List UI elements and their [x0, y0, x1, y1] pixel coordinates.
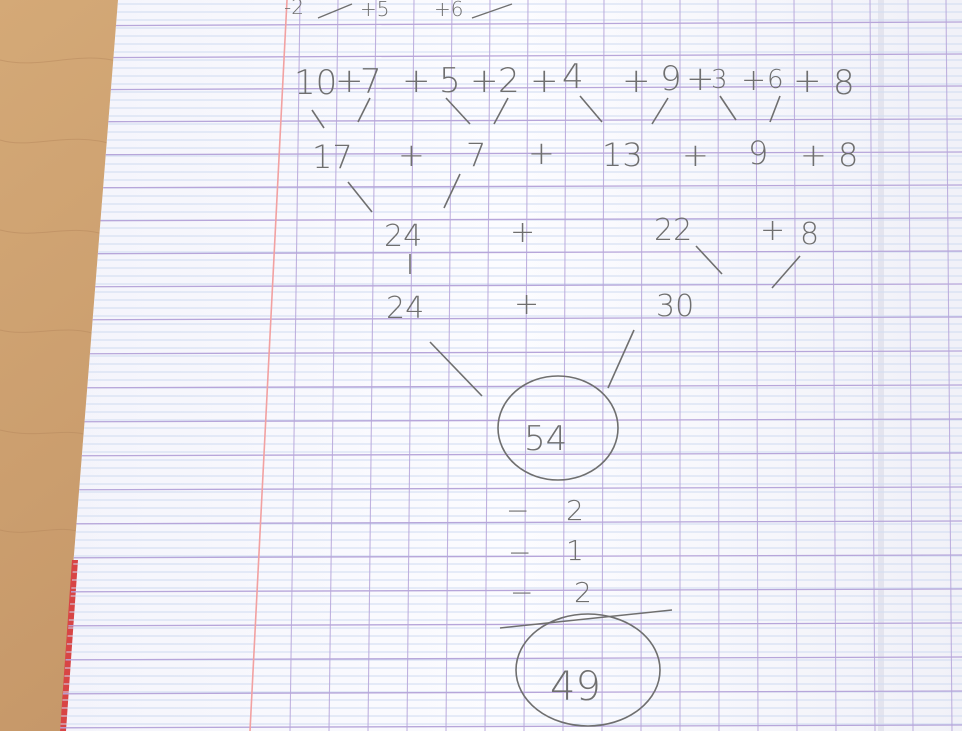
minus-2: −	[508, 536, 531, 569]
r2-13: 13	[602, 136, 643, 174]
r3-24: 24	[384, 219, 422, 254]
r1-3: 3	[711, 65, 728, 95]
strokes-row2	[347, 173, 461, 213]
strokes-row3	[409, 245, 801, 289]
sum-circle	[497, 375, 619, 481]
r1-6: 6	[767, 65, 784, 95]
r1-9: 9	[660, 59, 682, 99]
strokes-row4	[429, 329, 635, 397]
r2-9: 9	[748, 134, 768, 172]
minus-3: −	[510, 576, 533, 609]
handwriting: -2 +5 +6 10 + 7 + 5 + 2 + 4 + 9 + 3 + 6 …	[284, 0, 858, 727]
r1-4: 4	[562, 57, 584, 97]
sub-2b: 2	[574, 576, 592, 609]
r4-plus: +	[514, 287, 539, 322]
sum-value: 54	[524, 419, 567, 459]
sub-2a: 2	[566, 494, 584, 527]
r2-7: 7	[466, 136, 486, 174]
purple-lines	[60, 21, 962, 729]
r3-plus-2: +	[760, 213, 785, 248]
r2-plus-1: +	[398, 136, 425, 174]
r1-8: 8	[833, 63, 855, 103]
r1-plus-2: +	[402, 61, 431, 101]
result-value: 49	[550, 664, 601, 710]
top-line-1: +5	[360, 0, 389, 21]
r1-7: 7	[360, 62, 382, 102]
r1-plus-8: +	[793, 61, 822, 101]
margin-line	[249, 0, 288, 731]
minus-1: −	[506, 494, 529, 527]
r1-plus-3: +	[470, 61, 499, 101]
r1-plus-7: +	[741, 63, 766, 98]
r2-plus-3: +	[682, 136, 709, 174]
r3-8: 8	[800, 217, 819, 252]
r1-plus-6: +	[686, 59, 715, 99]
result-circle	[515, 613, 661, 727]
r2-17: 17	[312, 138, 353, 176]
r1-10: 10	[294, 63, 337, 103]
r3-plus-1: +	[510, 215, 535, 250]
r2-plus-2: +	[528, 134, 555, 172]
r1-plus-5: +	[622, 61, 651, 101]
r1-2: 2	[498, 61, 520, 101]
sub-1: 1	[566, 534, 584, 567]
r2-plus-4: +	[800, 136, 827, 174]
r3-22: 22	[654, 213, 692, 248]
strokes-row1	[311, 95, 781, 129]
r4-24: 24	[386, 291, 424, 326]
r2-8: 8	[838, 136, 858, 174]
top-line-0: -2	[284, 0, 304, 19]
result-rule	[499, 609, 673, 629]
r1-plus-4: +	[530, 61, 559, 101]
r1-5: 5	[439, 61, 461, 101]
vertical-grid	[289, 0, 953, 731]
r1-plus-1: +	[335, 61, 364, 101]
top-line-2: +6	[434, 0, 463, 21]
r4-30: 30	[656, 289, 694, 324]
